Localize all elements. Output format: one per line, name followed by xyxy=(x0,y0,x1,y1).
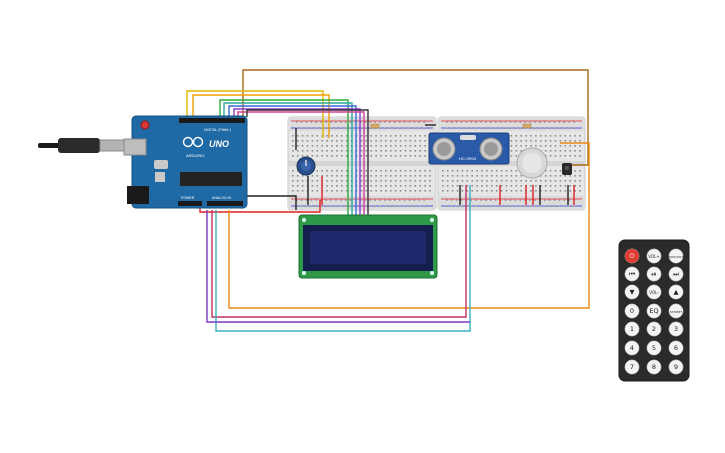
arduino-logo-icon xyxy=(182,136,204,148)
arduino-digital-label: DIGITAL (PWM~) xyxy=(204,128,231,132)
remote-buttons: ⏻ VOL+ FUNC/STOP ⏮ ⏯ ⏭ ▼ VOL- ▲ 0 EQ ST/REPT 1 2 3 4 5 6 7… xyxy=(624,248,685,375)
wire-black-2 xyxy=(246,195,297,210)
remote-button-down[interactable]: ▼ xyxy=(624,284,640,300)
remote-button-0[interactable]: 0 xyxy=(624,303,640,319)
remote-button-label: 6 xyxy=(674,344,678,352)
wire-teal xyxy=(223,102,353,216)
remote-button-func-stop[interactable]: FUNC/STOP xyxy=(667,248,685,264)
remote-button-label: 7 xyxy=(630,363,634,371)
remote-button-st-rept[interactable]: ST/REPT xyxy=(668,303,684,319)
arduino-logo-text: ARDUINO xyxy=(186,153,204,158)
arduino-power-label: POWER xyxy=(181,196,195,200)
remote-button-label: FUNC/STOP xyxy=(667,255,684,259)
ir-receiver[interactable] xyxy=(562,163,572,175)
wire-brown xyxy=(242,69,589,166)
dome-sensor[interactable] xyxy=(516,147,548,179)
remote-button-label: EQ xyxy=(649,307,658,315)
remote-button-label: ST/REPT xyxy=(670,310,683,314)
arduino-analog-label: ANALOG IN xyxy=(212,196,232,200)
wire-magenta xyxy=(211,185,467,318)
resistor-1 xyxy=(370,123,380,129)
potentiometer[interactable] xyxy=(296,156,316,176)
remote-button-label: ⏻ xyxy=(629,252,634,260)
remote-button-prev[interactable]: ⏮ xyxy=(624,266,640,282)
wire-green xyxy=(219,99,349,216)
wire-orange-long xyxy=(228,142,590,309)
remote-button-vol-[interactable]: VOL+ xyxy=(646,248,662,264)
wire-black-1 xyxy=(246,109,369,216)
ir-remote[interactable]: ⏻ VOL+ FUNC/STOP ⏮ ⏯ ⏭ ▼ VOL- ▲ 0 EQ ST/REPT 1 2 3 4 5 6 7… xyxy=(618,239,690,382)
wire-blue xyxy=(228,105,357,216)
remote-button-1[interactable]: 1 xyxy=(624,321,640,337)
ultrasonic-sensor[interactable]: HC-SR04 xyxy=(428,132,510,165)
remote-button-vol-[interactable]: VOL- xyxy=(646,284,662,300)
remote-button-8[interactable]: 8 xyxy=(646,359,662,375)
remote-button-label: 8 xyxy=(652,363,656,371)
remote-button-label: 5 xyxy=(652,344,656,352)
wire-yellow-1 xyxy=(186,90,324,138)
usb-cable[interactable] xyxy=(38,138,126,153)
remote-button-play[interactable]: ⏯ xyxy=(646,266,662,282)
resistor-2 xyxy=(522,123,532,129)
remote-button-6[interactable]: 6 xyxy=(668,340,684,356)
remote-button-label: 3 xyxy=(674,325,678,333)
arduino-uno[interactable]: ARDUINO UNO DIGITAL (PWM~) POWER ANALOG … xyxy=(123,115,248,209)
ultrasonic-model-text: HC-SR04 xyxy=(459,156,477,161)
remote-button-label: 9 xyxy=(674,363,678,371)
remote-button-3[interactable]: 3 xyxy=(668,321,684,337)
wires xyxy=(186,69,590,332)
remote-button-eq[interactable]: EQ xyxy=(646,303,662,319)
remote-button-5[interactable]: 5 xyxy=(646,340,662,356)
remote-button-7[interactable]: 7 xyxy=(624,359,640,375)
remote-button-9[interactable]: 9 xyxy=(668,359,684,375)
remote-button-label: 0 xyxy=(630,307,634,315)
wire-purple xyxy=(233,108,361,216)
remote-button-up[interactable]: ▲ xyxy=(668,284,684,300)
remote-button-2[interactable]: 2 xyxy=(646,321,662,337)
wire-orange-1 xyxy=(192,94,330,138)
arduino-model-text: UNO xyxy=(209,139,229,149)
wire-purple-2 xyxy=(206,210,470,323)
remote-button-label: 1 xyxy=(630,325,634,333)
remote-button-label: ⏭ xyxy=(673,270,679,278)
remote-button-label: VOL- xyxy=(649,290,659,295)
remote-button-label: 2 xyxy=(652,325,656,333)
wire-pink xyxy=(237,111,365,216)
remote-button-label: VOL+ xyxy=(648,254,659,259)
remote-button-label: ▲ xyxy=(674,288,679,296)
remote-button-label: 4 xyxy=(630,344,634,352)
remote-button-label: ⏯ xyxy=(651,270,656,278)
lcd-16x2[interactable] xyxy=(298,214,438,279)
remote-button-label: ⏮ xyxy=(629,270,635,278)
remote-button-next[interactable]: ⏭ xyxy=(668,266,684,282)
remote-button-power[interactable]: ⏻ xyxy=(624,248,640,264)
remote-button-label: ▼ xyxy=(630,288,635,296)
remote-button-4[interactable]: 4 xyxy=(624,340,640,356)
wire-cyan xyxy=(215,185,471,332)
